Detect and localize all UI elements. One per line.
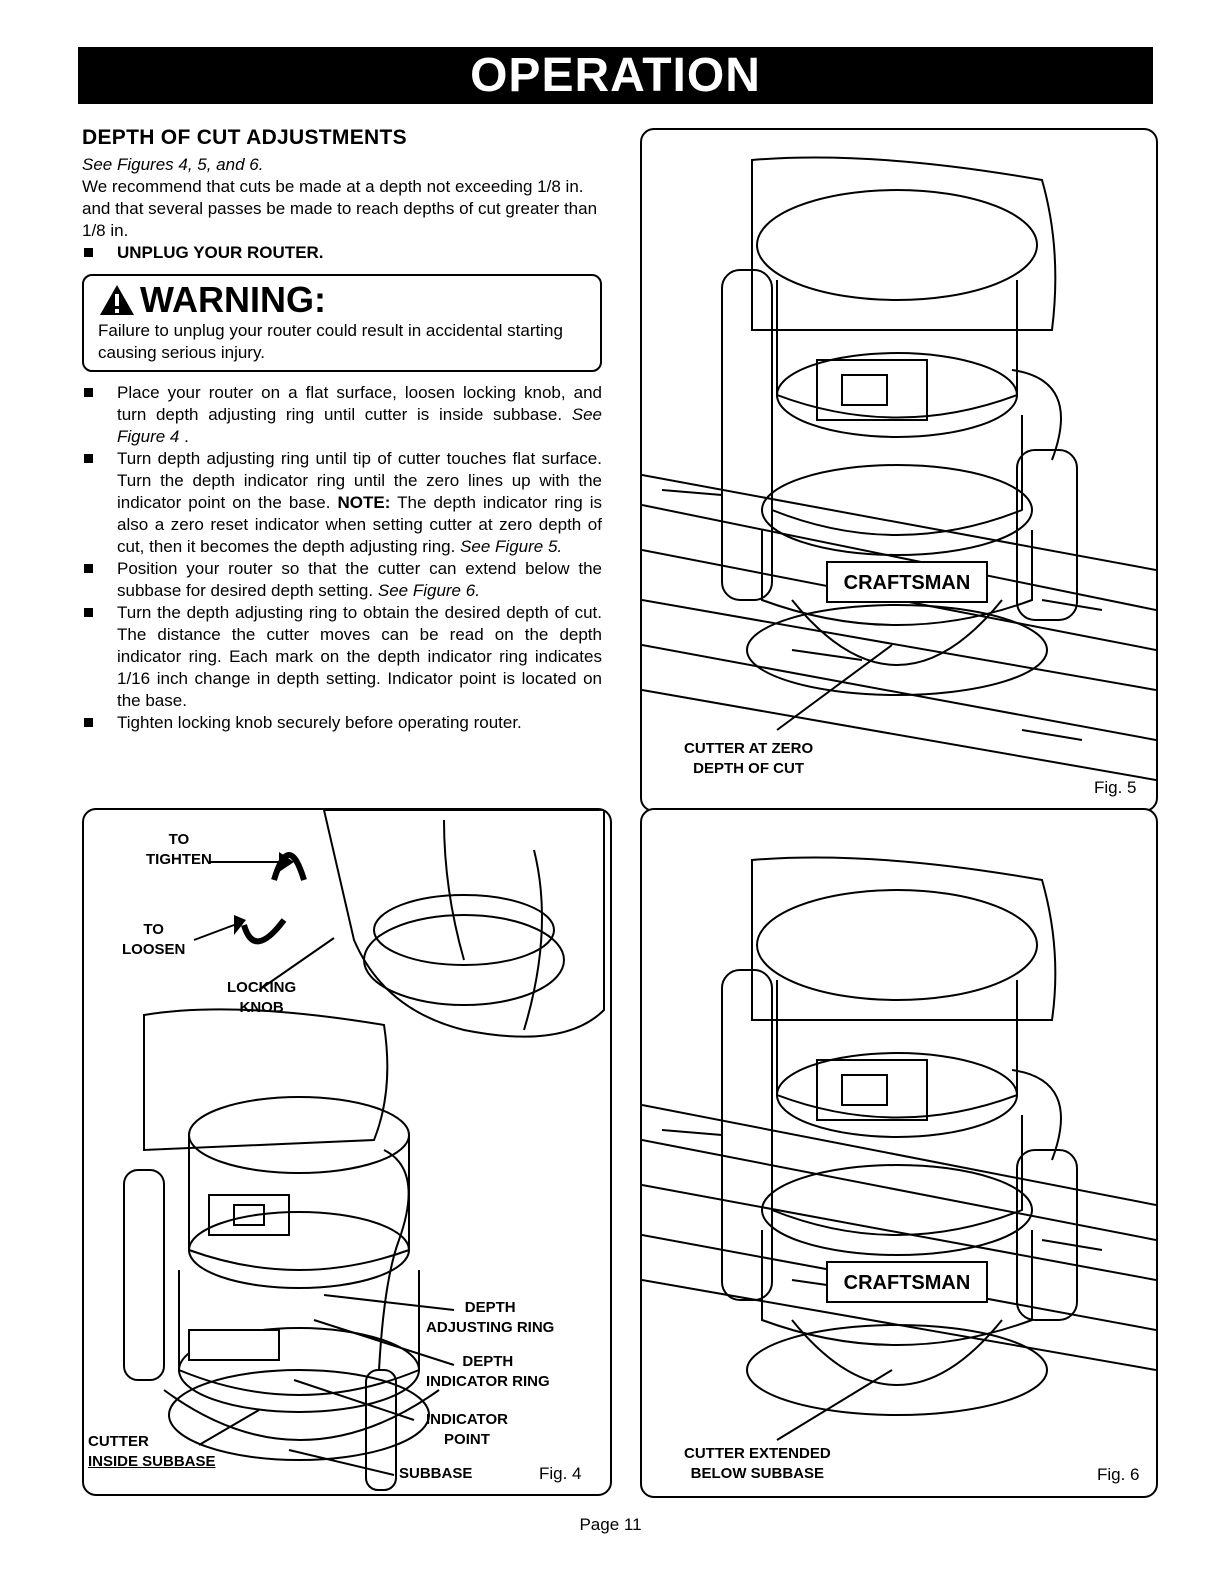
figure-5-label: Fig. 5 (1094, 778, 1137, 797)
bullet-square-icon (84, 388, 93, 397)
warning-text: Failure to unplug your router could resu… (98, 321, 563, 362)
step-3: Position your router so that the cutter … (82, 558, 602, 602)
step-4: Turn the depth adjusting ring to obtain … (82, 602, 602, 712)
router-illustration-fig5: CRAFTSMAN (642, 156, 1156, 781)
bullet-square-icon (84, 564, 93, 573)
callout-cutter-extended: CUTTER EXTENDED BELOW SUBBASE (684, 1445, 831, 1482)
brand-badge (826, 561, 988, 603)
see-figures-ref: See Figures 4, 5, and 6. (82, 155, 264, 174)
warning-box: WARNING: Failure to unplug your router c… (82, 274, 602, 372)
warning-heading: WARNING: (98, 280, 586, 320)
figure-4: TO TIGHTEN TO LOOSEN LOCKING KNOB DEPTH … (82, 808, 612, 1496)
instructions-column: DEPTH OF CUT ADJUSTMENTS See Figures 4, … (82, 126, 602, 734)
figure-6-label: Fig. 6 (1097, 1465, 1140, 1484)
brand-name: CRAFTSMAN (844, 1272, 971, 1294)
callout-depth-adjusting-ring: DEPTH ADJUSTING RING (426, 1299, 555, 1336)
bullet-square-icon (84, 454, 93, 463)
figure-4-label: Fig. 4 (539, 1464, 582, 1483)
callout-depth-indicator-ring: DEPTH INDICATOR RING (426, 1353, 550, 1390)
figure-5: CRAFTSMAN CUTTER AT ZERO DEPTH OF CUT Fi… (640, 128, 1158, 812)
unplug-item: UNPLUG YOUR ROUTER. (82, 242, 602, 264)
bullet-square-icon (84, 248, 93, 257)
brand-name: CRAFTSMAN (844, 572, 971, 594)
step-5: Tighten locking knob securely before ope… (82, 712, 602, 734)
router-illustration-fig4 (123, 810, 605, 1491)
brand-badge (188, 1329, 280, 1361)
callout-cutter-inside-subbase: CUTTER INSIDE SUBBASE (88, 1433, 216, 1470)
steps-list: Place your router on a flat surface, loo… (82, 382, 602, 734)
section-title: DEPTH OF CUT ADJUSTMENTS (82, 126, 407, 149)
bullet-square-icon (84, 718, 93, 727)
callout-subbase: SUBBASE (399, 1465, 473, 1482)
router-illustration-fig6: CRAFTSMAN (642, 856, 1156, 1441)
figure-6: CRAFTSMAN CUTTER EXTENDED BELOW SUBBASE … (640, 808, 1158, 1498)
unplug-list: UNPLUG YOUR ROUTER. (82, 242, 602, 264)
warning-label: WARNING: (140, 279, 326, 320)
callout-locking-knob: LOCKING KNOB (227, 979, 297, 1016)
callout-to-tighten: TO TIGHTEN (146, 831, 212, 868)
brand-badge (826, 1261, 988, 1303)
intro-paragraph: We recommend that cuts be made at a dept… (82, 177, 598, 240)
step-2: Turn depth adjusting ring until tip of c… (82, 448, 602, 558)
callout-indicator-point: INDICATOR POINT (426, 1411, 508, 1448)
page-number: Page 11 (579, 1515, 642, 1534)
bullet-square-icon (84, 608, 93, 617)
callout-to-loosen: TO LOOSEN (122, 921, 186, 958)
page-banner: OPERATION (78, 47, 1153, 104)
step-1: Place your router on a flat surface, loo… (82, 382, 602, 448)
warning-triangle-icon (100, 285, 134, 315)
callout-cutter-at-zero: CUTTER AT ZERO DEPTH OF CUT (684, 740, 814, 777)
